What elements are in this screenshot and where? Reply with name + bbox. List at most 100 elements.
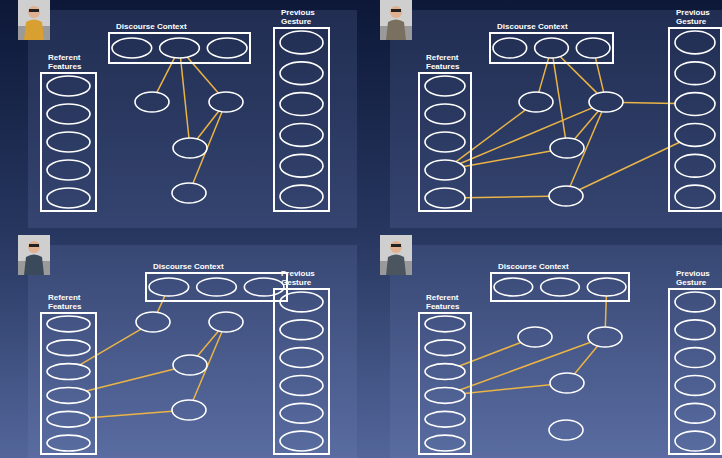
speaker-head xyxy=(28,6,40,18)
variable-ellipse xyxy=(675,376,715,396)
variable-ellipse xyxy=(675,154,715,177)
variable-ellipse xyxy=(47,132,90,152)
variable-ellipse xyxy=(160,38,200,58)
variable-ellipse xyxy=(280,320,323,340)
variable-ellipse xyxy=(494,278,533,296)
feature-group-box: Previous Gesture xyxy=(273,27,330,212)
group-heading: Referent Features xyxy=(48,53,99,71)
variable-ellipse xyxy=(244,278,284,296)
variable-ellipse xyxy=(47,435,90,451)
speaker-photo xyxy=(380,235,412,275)
variable-ellipse xyxy=(425,104,465,124)
panel-ground xyxy=(390,10,722,228)
dependency-line xyxy=(464,385,550,394)
variable-ellipse xyxy=(149,278,189,296)
variable-ellipse xyxy=(588,327,622,347)
dependency-line xyxy=(460,342,591,390)
dependency-line xyxy=(553,58,565,138)
variable-ellipse xyxy=(173,138,207,158)
speaker-glasses xyxy=(391,244,401,247)
variable-ellipse xyxy=(541,278,580,296)
dependency-line xyxy=(465,196,549,197)
variable-ellipse xyxy=(47,388,90,404)
variable-ellipse xyxy=(112,38,152,58)
dependency-line xyxy=(197,111,219,139)
variable-ellipse xyxy=(675,431,715,451)
variable-ellipse xyxy=(425,435,465,451)
dependency-line xyxy=(570,112,602,187)
variable-ellipse xyxy=(425,188,465,208)
feature-group-box: Referent Features xyxy=(40,312,97,455)
variable-ellipse xyxy=(280,154,323,177)
group-heading: Previous Gesture xyxy=(676,8,722,26)
variable-ellipse xyxy=(172,183,206,203)
feature-group-box: Discourse Context xyxy=(108,32,251,64)
variable-ellipse xyxy=(47,188,90,208)
speaker-photo xyxy=(18,235,50,275)
variable-ellipse xyxy=(675,403,715,423)
speaker-body xyxy=(24,20,44,41)
variable-ellipse xyxy=(197,278,237,296)
dependency-line xyxy=(181,58,189,138)
variable-ellipse xyxy=(280,403,323,423)
variable-ellipse xyxy=(425,132,465,152)
variable-ellipse xyxy=(535,38,569,58)
group-heading: Previous Gesture xyxy=(281,269,332,287)
variable-ellipse xyxy=(675,62,715,85)
speaker-head xyxy=(390,241,402,253)
speaker-glasses xyxy=(391,9,401,12)
variable-ellipse xyxy=(425,316,465,332)
variable-ellipse xyxy=(675,348,715,368)
variable-ellipse xyxy=(550,373,584,393)
panel-ground xyxy=(28,245,357,458)
variable-ellipse xyxy=(425,340,465,356)
dependency-line xyxy=(86,369,174,391)
variable-ellipse xyxy=(519,92,553,112)
group-heading: Discourse Context xyxy=(497,22,568,31)
variable-ellipse xyxy=(280,431,323,451)
variable-ellipse xyxy=(207,38,247,58)
dependency-line xyxy=(575,111,599,139)
variable-ellipse xyxy=(280,185,323,208)
variable-ellipse xyxy=(280,348,323,368)
feature-group-box: Previous Gesture xyxy=(273,288,330,455)
variable-ellipse xyxy=(47,364,90,380)
dependency-line xyxy=(464,151,551,167)
feature-group-box: Discourse Context xyxy=(489,32,614,64)
variable-ellipse xyxy=(675,292,715,312)
variable-ellipse xyxy=(549,186,583,206)
speaker-head xyxy=(390,6,402,18)
group-heading: Previous Gesture xyxy=(281,8,332,26)
variable-ellipse xyxy=(280,93,323,116)
variable-ellipse xyxy=(425,76,465,96)
variable-ellipse xyxy=(425,411,465,427)
feature-group-box: Previous Gesture xyxy=(668,27,722,212)
feature-group-box: Previous Gesture xyxy=(668,288,722,455)
dependency-line xyxy=(456,110,525,162)
variable-ellipse xyxy=(47,76,90,96)
variable-ellipse xyxy=(280,124,323,147)
variable-ellipse xyxy=(47,316,90,332)
speaker-body xyxy=(24,255,44,276)
variable-ellipse xyxy=(173,355,207,375)
group-heading: Discourse Context xyxy=(498,262,569,271)
dependency-line xyxy=(459,342,520,366)
variable-ellipse xyxy=(518,327,552,347)
speaker-body xyxy=(386,255,406,276)
variable-ellipse xyxy=(576,38,610,58)
panel-ground xyxy=(28,10,357,228)
dependency-line xyxy=(574,346,597,374)
group-heading: Discourse Context xyxy=(153,262,224,271)
variable-ellipse xyxy=(675,93,715,116)
variable-ellipse xyxy=(135,92,169,112)
group-heading: Referent Features xyxy=(426,53,474,71)
variable-ellipse xyxy=(587,278,626,296)
dependency-line xyxy=(90,411,173,417)
variable-ellipse xyxy=(209,312,243,332)
group-heading: Referent Features xyxy=(48,293,99,311)
variable-ellipse xyxy=(47,104,90,124)
feature-group-box: Referent Features xyxy=(418,72,472,212)
variable-ellipse xyxy=(209,92,243,112)
variable-ellipse xyxy=(280,31,323,54)
